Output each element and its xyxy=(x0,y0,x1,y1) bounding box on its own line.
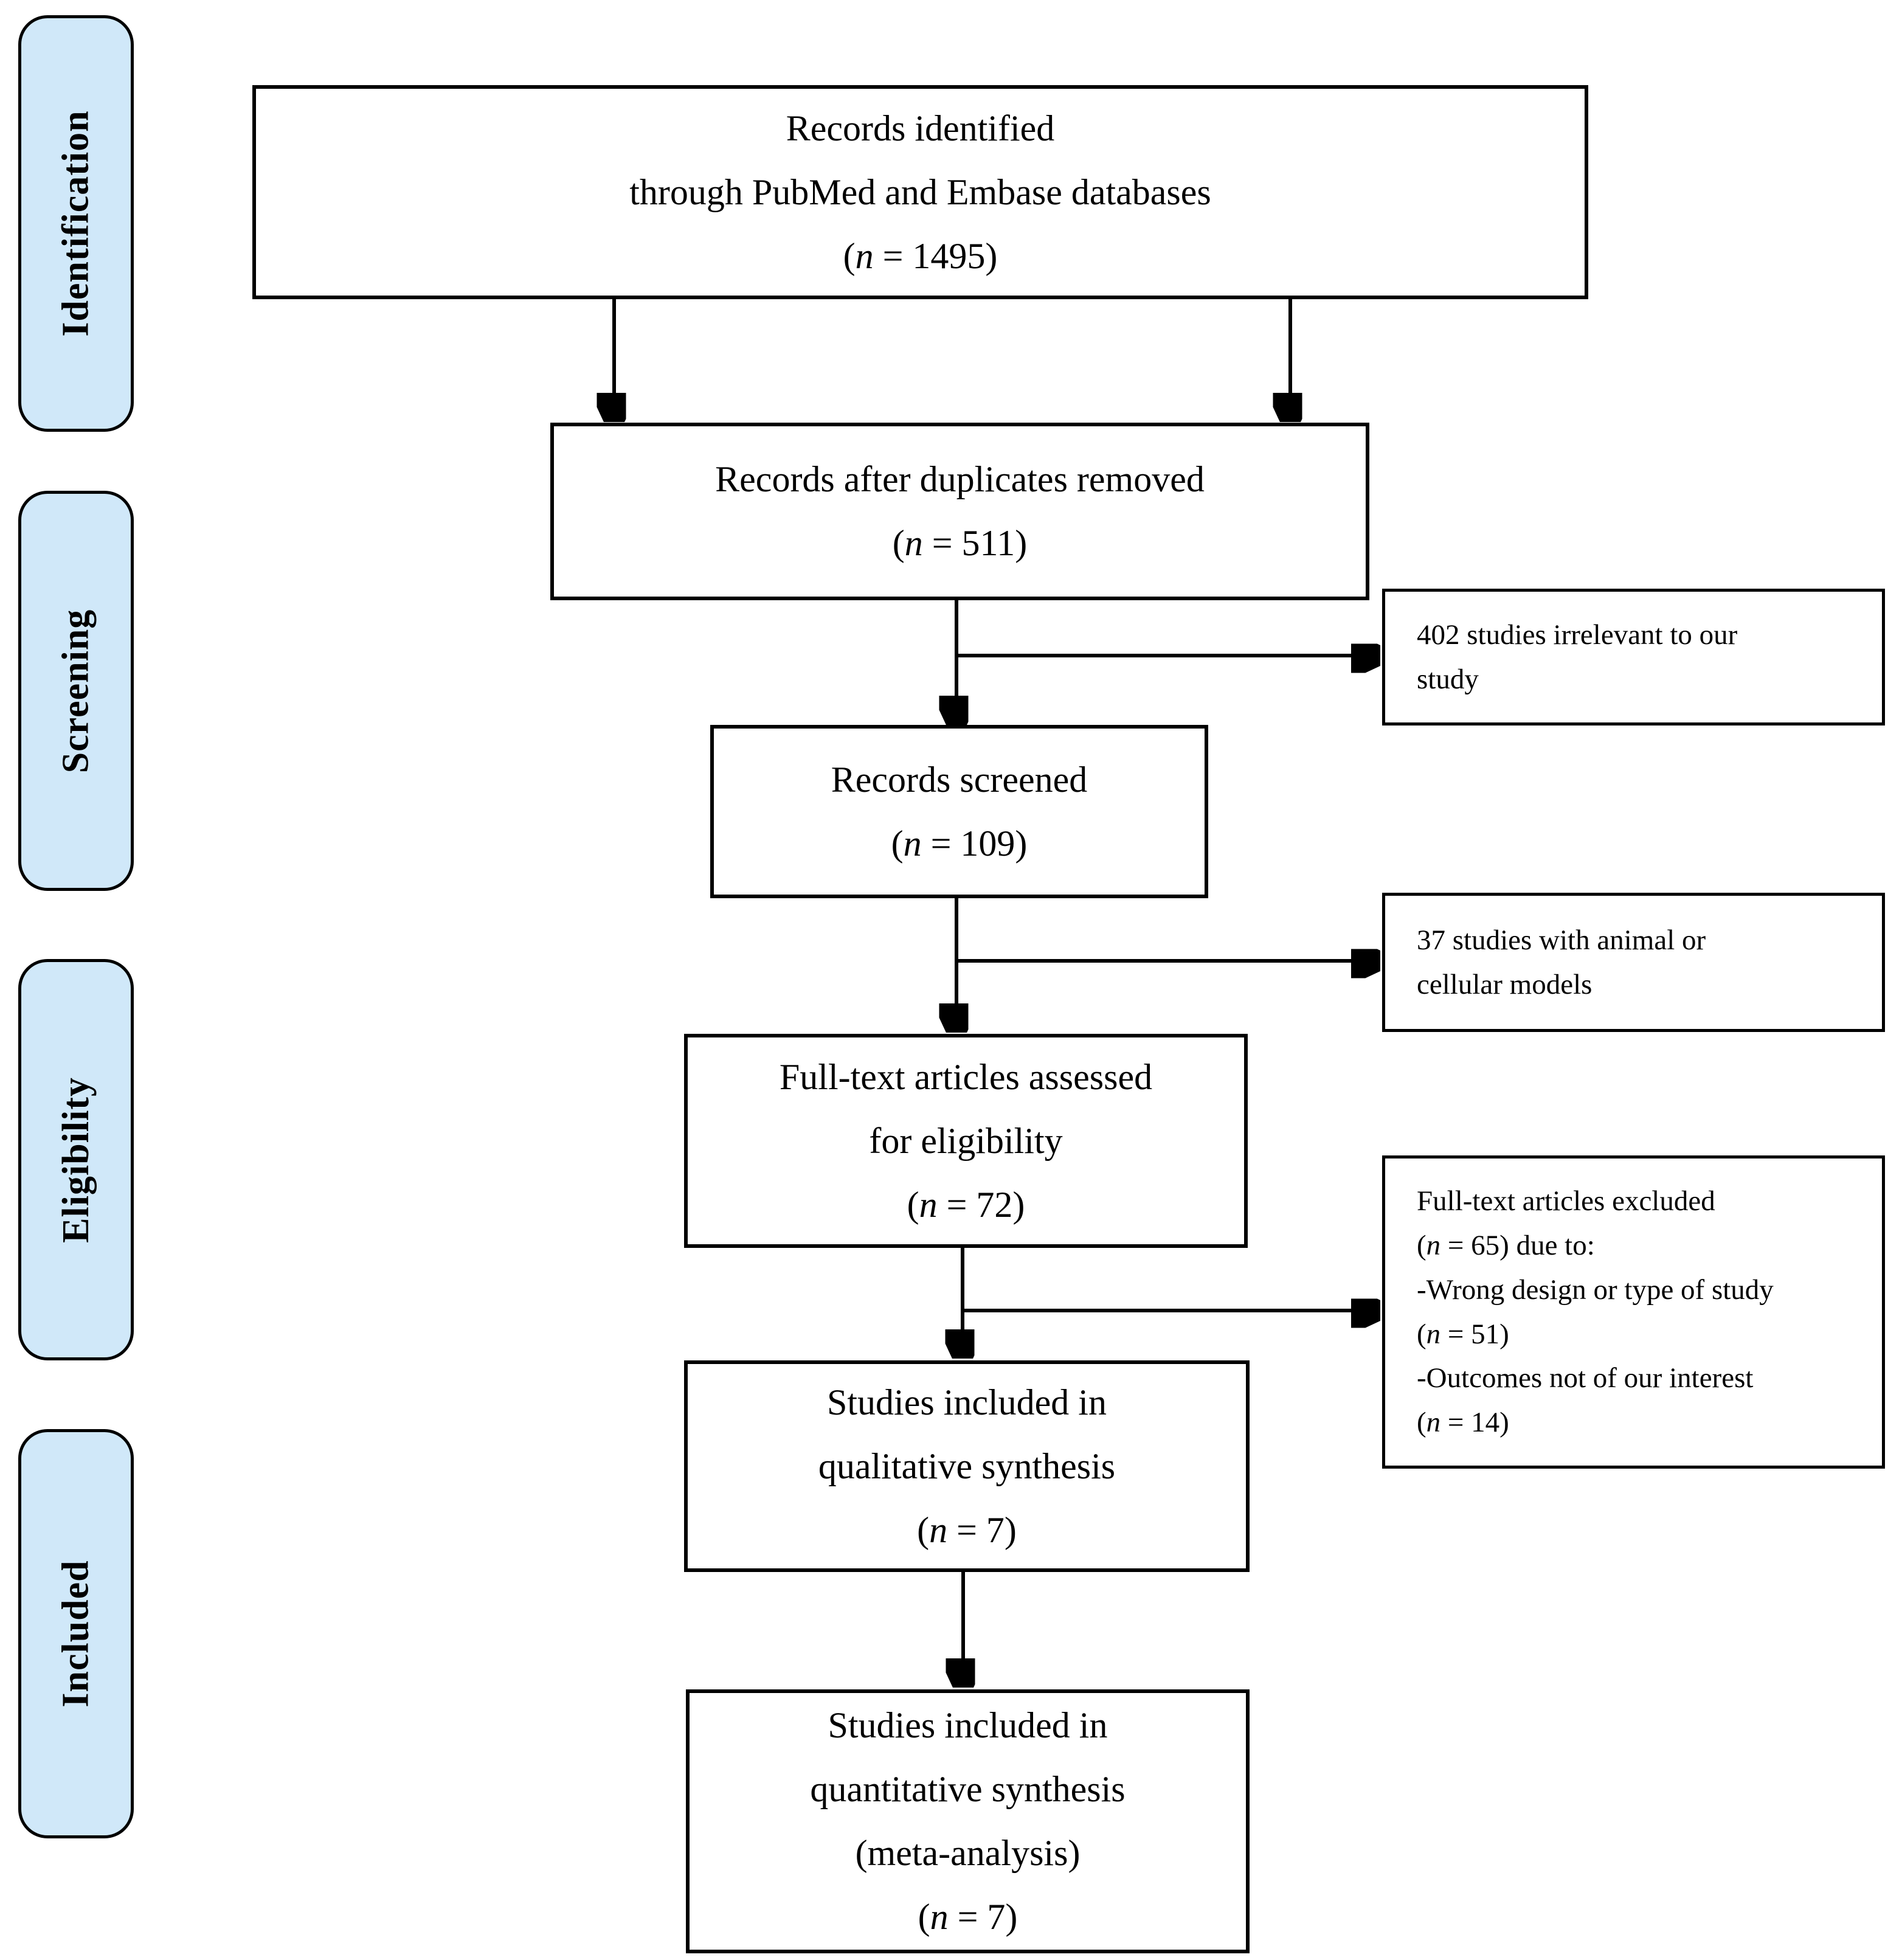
text-line: cellular models xyxy=(1417,968,1592,1000)
stage-label-screening: Screening xyxy=(55,609,97,773)
text-line: 37 studies with animal or xyxy=(1417,924,1706,956)
text-line: (n = 65) due to: xyxy=(1417,1229,1595,1261)
stage-pill-identification: Identification xyxy=(18,15,134,432)
stage-label-identification: Identification xyxy=(55,110,97,337)
text-line: Records identified xyxy=(786,108,1055,148)
text-line: (n = 1495) xyxy=(843,235,998,276)
box-records-identified: Records identified through PubMed and Emb… xyxy=(252,85,1588,299)
stage-pill-eligibility: Eligibility xyxy=(18,959,134,1360)
text-line: Full-text articles excluded xyxy=(1417,1185,1715,1217)
text-line: -Outcomes not of our interest xyxy=(1417,1362,1754,1394)
text-line: (n = 109) xyxy=(891,823,1028,864)
text-line: -Wrong design or type of study xyxy=(1417,1273,1774,1306)
text-line: Full-text articles assessed xyxy=(779,1056,1153,1097)
text-line: (meta-analysis) xyxy=(855,1833,1081,1873)
box-studies-irrelevant: 402 studies irrelevant to our study xyxy=(1382,589,1885,725)
text-line: study xyxy=(1417,663,1479,695)
stage-pill-screening: Screening xyxy=(18,491,134,891)
text-line: (n = 7) xyxy=(918,1897,1018,1937)
box-records-screened: Records screened (n = 109) xyxy=(710,725,1208,898)
text-line: 402 studies irrelevant to our xyxy=(1417,618,1738,651)
box-animal-cellular-models: 37 studies with animal or cellular models xyxy=(1382,893,1885,1032)
stage-label-eligibility: Eligibility xyxy=(55,1076,97,1243)
stage-label-included: Included xyxy=(55,1560,97,1708)
box-quantitative-synthesis: Studies included in quantitative synthesi… xyxy=(686,1689,1250,1953)
text-line: (n = 14) xyxy=(1417,1407,1509,1439)
box-fulltext-articles-assessed: Full-text articles assessed for eligibili… xyxy=(684,1034,1248,1248)
text-line: (n = 72) xyxy=(907,1184,1025,1225)
box-records-after-duplicates-removed: Records after duplicates removed (n = 511… xyxy=(550,423,1369,600)
stage-pill-included: Included xyxy=(18,1429,134,1838)
text-line: quantitative synthesis xyxy=(810,1769,1126,1809)
text-line: (n = 511) xyxy=(892,523,1028,563)
box-qualitative-synthesis: Studies included in qualitative synthesis… xyxy=(684,1360,1250,1572)
text-line: qualitative synthesis xyxy=(818,1446,1116,1486)
text-line: Records screened xyxy=(831,759,1088,800)
text-line: for eligibility xyxy=(869,1120,1063,1161)
text-line: Records after duplicates removed xyxy=(715,459,1205,499)
text-line: through PubMed and Embase databases xyxy=(629,171,1211,212)
text-line: Studies included in xyxy=(827,1382,1107,1422)
box-fulltext-articles-excluded: Full-text articles excluded (n = 65) due … xyxy=(1382,1155,1885,1469)
text-line: Studies included in xyxy=(828,1705,1108,1745)
text-line: (n = 7) xyxy=(917,1509,1017,1550)
text-line: (n = 51) xyxy=(1417,1318,1509,1350)
